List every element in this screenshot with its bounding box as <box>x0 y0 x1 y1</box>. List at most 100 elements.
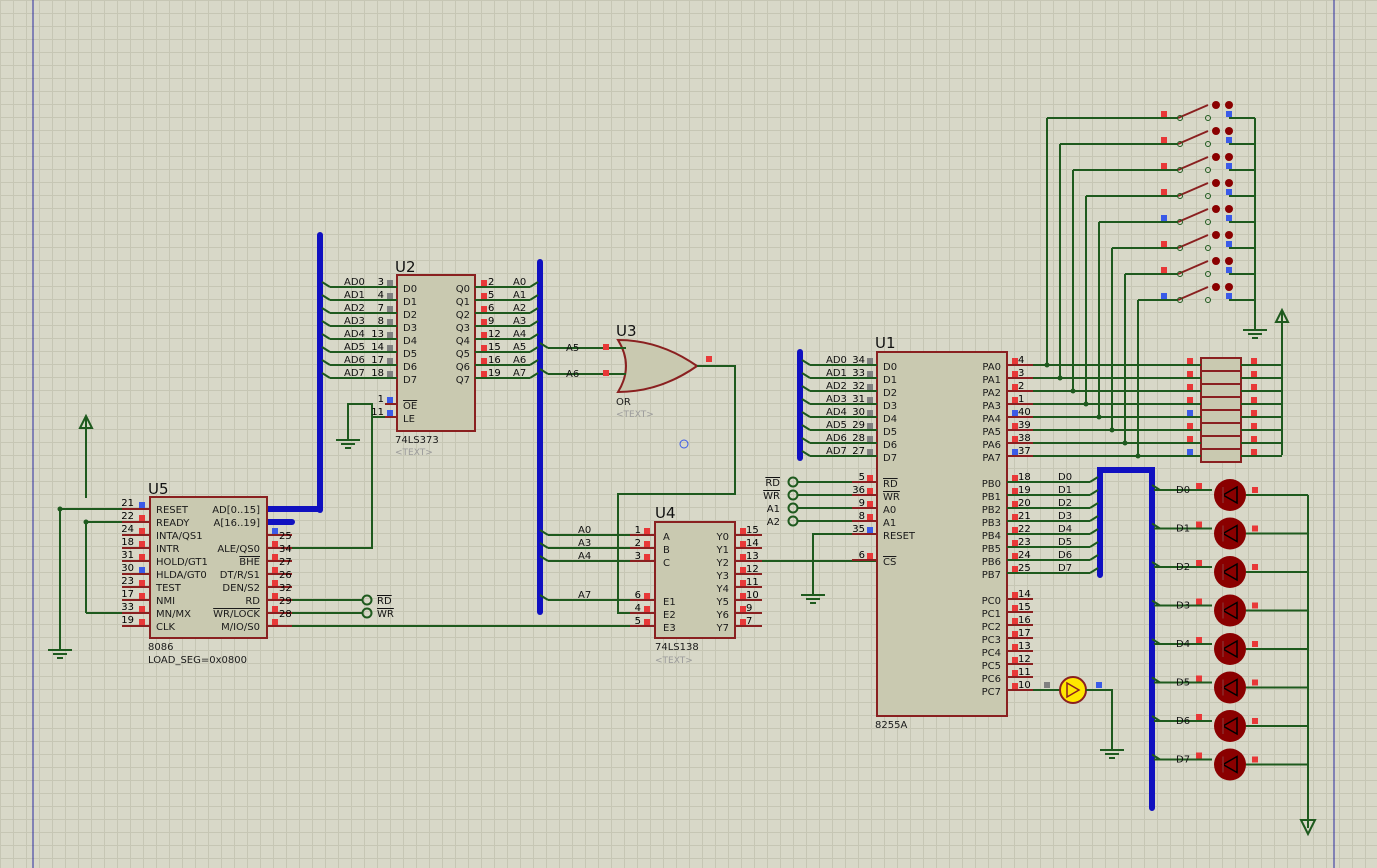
u2-pin-number: 4 <box>378 290 384 301</box>
switch-contact[interactable] <box>1177 297 1183 303</box>
u1-pin-marker <box>867 488 873 494</box>
switch-knob <box>1225 231 1233 239</box>
switch-contact[interactable] <box>1205 245 1211 251</box>
u5-pin-number: 25 <box>279 531 292 542</box>
u1-pin-number: 22 <box>1018 524 1031 535</box>
u5-pin-marker <box>139 502 145 508</box>
led-net-label: D7 <box>1176 755 1190 766</box>
switch-contact[interactable] <box>1205 297 1211 303</box>
u1-pin-marker <box>1012 683 1018 689</box>
bus-entry <box>529 281 539 288</box>
u4-pin-name: Y7 <box>716 623 729 634</box>
u1-pin-number: 19 <box>1018 485 1031 496</box>
u1-pin-name: PB5 <box>982 544 1001 555</box>
u4-ref: U4 <box>655 504 676 522</box>
led-D1[interactable] <box>1214 517 1246 550</box>
resistor-pin-marker <box>1187 358 1193 364</box>
switch-contact[interactable] <box>1205 271 1211 277</box>
switch-contact[interactable] <box>1205 167 1211 173</box>
led-D3[interactable] <box>1214 594 1246 627</box>
switch-contact[interactable] <box>1205 141 1211 147</box>
switch-contact[interactable] <box>1177 167 1183 173</box>
u5-cpu-body[interactable] <box>149 496 268 639</box>
power-arrow <box>1274 307 1290 323</box>
led-D2[interactable] <box>1214 556 1246 588</box>
u5-pin-marker <box>139 567 145 573</box>
switch-contact[interactable] <box>1205 115 1211 121</box>
u2-pin-marker <box>481 371 487 377</box>
led-D4[interactable] <box>1214 633 1246 665</box>
wr-label: WR <box>377 609 394 620</box>
switch-contact[interactable] <box>1177 245 1183 251</box>
switch-contact[interactable] <box>1205 193 1211 199</box>
led-net-label: D3 <box>1176 601 1190 612</box>
bus-entry <box>529 346 539 353</box>
u1-ctrl-terminal[interactable] <box>787 515 799 527</box>
u1-ppi-body[interactable] <box>876 351 1008 717</box>
junction-dot <box>83 519 89 525</box>
u1-pin-number: 25 <box>1018 563 1031 574</box>
bus-entry <box>321 346 331 353</box>
switch-knob <box>1212 101 1220 109</box>
junction-dot <box>1135 453 1141 459</box>
u1-pin-marker <box>1012 670 1018 676</box>
u5-pin-number: 21 <box>121 498 134 509</box>
u2-pin-name: Q1 <box>456 297 470 308</box>
switch-contact[interactable] <box>1177 193 1183 199</box>
led-D0[interactable] <box>1214 479 1246 511</box>
led-net-label: D2 <box>1176 562 1190 573</box>
u1-pin-marker <box>867 449 873 455</box>
u1-net-label: D1 <box>1058 485 1072 496</box>
switch-contact[interactable] <box>1177 141 1183 147</box>
u1-pin-number: 4 <box>1018 355 1024 366</box>
switch-contact[interactable] <box>1177 219 1183 225</box>
resistor-pin-marker <box>1251 371 1257 377</box>
u2-net-label: AD7 <box>344 368 365 379</box>
u4-pin-marker <box>644 554 650 560</box>
switch-contact[interactable] <box>1177 271 1183 277</box>
u4-decoder-body[interactable] <box>654 521 736 639</box>
bus-entry <box>529 372 539 379</box>
bus-entry <box>1089 502 1099 509</box>
u4-pin-name: E2 <box>663 610 676 621</box>
u5-pin-marker <box>139 528 145 534</box>
u1-ctrl-terminal[interactable] <box>787 502 799 514</box>
resistor-pin-marker <box>1187 371 1193 377</box>
u1-pin-name: PA7 <box>982 453 1001 464</box>
u4-pin-number: 11 <box>746 577 759 588</box>
switch-knob <box>1212 231 1220 239</box>
switch-knob <box>1225 283 1233 291</box>
led-power-arrow <box>1299 819 1317 837</box>
u5-pin-number: 19 <box>121 615 134 626</box>
led-D6[interactable] <box>1214 710 1246 742</box>
u5-pin-number: 31 <box>121 550 134 561</box>
u4-pin-name: Y4 <box>716 584 729 595</box>
u5-pin-number: 26 <box>279 570 292 581</box>
u5-pin-name: NMI <box>156 596 175 607</box>
u3-or-gate[interactable] <box>616 338 699 394</box>
u2-latch-body[interactable] <box>396 274 476 432</box>
u4-pin-marker <box>740 554 746 560</box>
bus-entry <box>529 333 539 340</box>
u1-ctrl-terminal[interactable] <box>787 489 799 501</box>
u4-pin-number: 15 <box>746 525 759 536</box>
led-D5[interactable] <box>1214 671 1246 704</box>
wr-terminal[interactable] <box>361 607 373 619</box>
led-D7[interactable] <box>1214 748 1246 781</box>
u4-pin-marker <box>740 593 746 599</box>
resistor-pin-marker <box>1187 410 1193 416</box>
u1-ctrl-terminal[interactable] <box>787 476 799 488</box>
rd-terminal[interactable] <box>361 594 373 606</box>
lamp[interactable] <box>1059 676 1087 704</box>
u2-pin-name: Q6 <box>456 362 470 373</box>
u1-pin-marker <box>1012 501 1018 507</box>
u1-pin-number: 10 <box>1018 680 1031 691</box>
switch-contact[interactable] <box>1177 115 1183 121</box>
bus-entry <box>1151 484 1161 491</box>
u2-pin-number: 2 <box>488 277 494 288</box>
junction-dot <box>1096 414 1102 420</box>
u3-net-a6: A6 <box>566 369 579 380</box>
switch-contact[interactable] <box>1205 219 1211 225</box>
u2-net-label: AD0 <box>344 277 365 288</box>
u1-pin-marker <box>867 384 873 390</box>
